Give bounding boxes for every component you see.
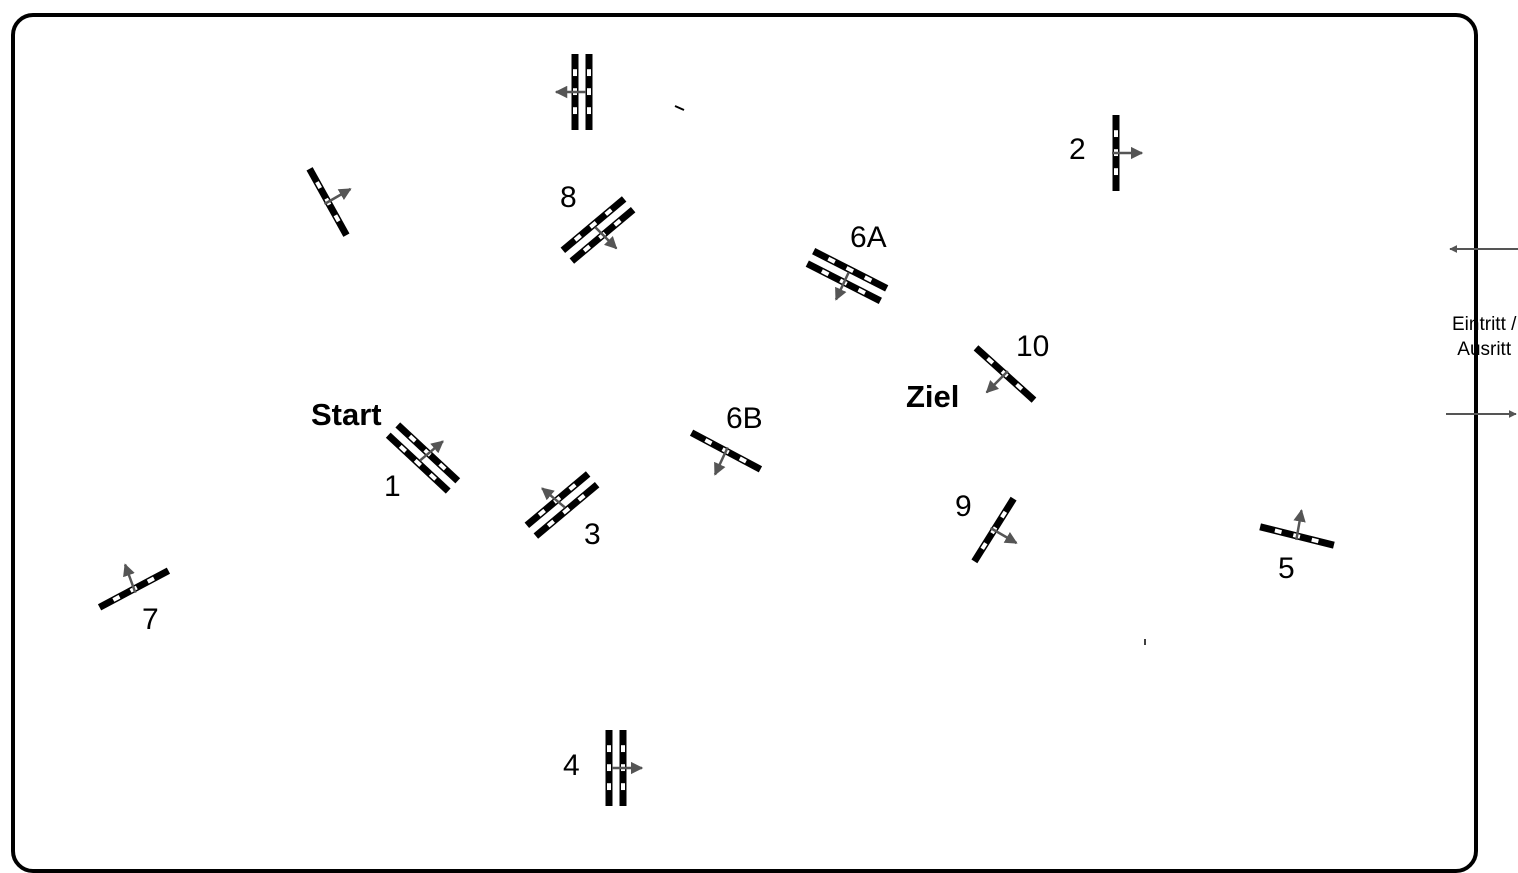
obstacle-label-2: 2 xyxy=(1069,133,1086,166)
obstacle-label-4: 4 xyxy=(563,749,580,782)
entry-exit-label: Eintritt / Ausritt xyxy=(1452,312,1516,362)
obstacle-label-5: 5 xyxy=(1278,552,1295,585)
obstacle-label-7: 7 xyxy=(142,603,159,636)
obstacle-label-8: 8 xyxy=(560,181,577,214)
start-label: Start xyxy=(311,397,382,432)
direction-arrow-6b xyxy=(713,446,729,476)
finish-label: Ziel xyxy=(906,379,960,414)
direction-arrow-unnumbered-a xyxy=(323,187,352,206)
direction-arrow-5 xyxy=(1293,509,1306,541)
direction-arrow-7 xyxy=(123,563,137,594)
direction-arrow-10 xyxy=(985,370,1009,394)
entry-label: Eintritt / xyxy=(1452,314,1517,335)
stray-mark xyxy=(674,105,685,111)
course-map xyxy=(97,54,1518,806)
obstacle-label-9: 9 xyxy=(955,490,972,523)
obstacle-label-10: 10 xyxy=(1016,330,1050,363)
direction-arrow-9 xyxy=(989,526,1018,545)
direction-arrow-8 xyxy=(594,226,618,250)
direction-arrow-3 xyxy=(541,487,566,509)
obstacle-label-1: 1 xyxy=(384,470,401,503)
obstacle-label-3: 3 xyxy=(584,518,601,551)
direction-arrow-6a xyxy=(834,271,850,301)
obstacle-label-6b: 6B xyxy=(726,402,763,435)
obstacle-label-6a: 6A xyxy=(850,221,887,254)
exit-label: Ausritt xyxy=(1457,339,1512,360)
direction-arrow-1 xyxy=(419,440,444,462)
